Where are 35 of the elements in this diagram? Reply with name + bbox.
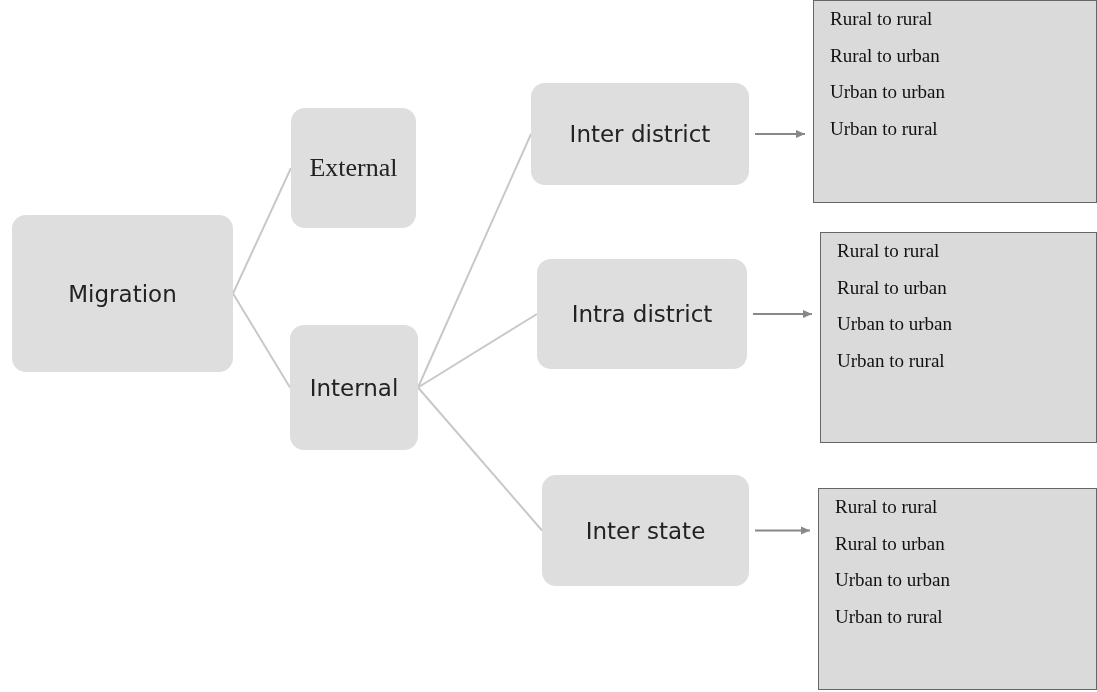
connector-line — [232, 292, 291, 389]
category-box — [531, 83, 749, 185]
node-label: Migration — [68, 280, 177, 307]
list-item: Rural to urban — [835, 531, 945, 556]
category-box — [290, 325, 418, 450]
list-item: Urban to rural — [837, 348, 945, 373]
list-box — [820, 232, 1097, 443]
arrow — [754, 526, 811, 535]
list-item: Urban to rural — [830, 116, 938, 141]
list-item: Urban to urban — [835, 568, 951, 592]
list-box — [818, 488, 1097, 690]
node-label: External — [309, 153, 398, 183]
list-item: Rural to urban — [837, 275, 947, 300]
list-item: Urban to urban — [830, 80, 946, 104]
list-item: Urban to urban — [837, 312, 953, 336]
node-label: Inter district — [569, 121, 711, 147]
connector-line — [417, 386, 543, 532]
list-item: Rural to rural — [835, 495, 938, 519]
list-item: Rural to rural — [830, 7, 933, 31]
connector-line — [417, 313, 538, 389]
node-label: Intra district — [571, 301, 713, 327]
list-item: Rural to rural — [837, 239, 940, 263]
list-item: Urban to rural — [835, 604, 943, 629]
category-box — [12, 215, 233, 372]
category-box — [542, 475, 749, 586]
category-box — [537, 259, 747, 369]
arrow — [754, 130, 806, 138]
category-box — [291, 108, 416, 228]
connector-line — [417, 133, 532, 389]
list-box — [813, 0, 1097, 203]
list-item: Rural to urban — [830, 43, 940, 68]
node-label: Internal — [309, 374, 399, 401]
arrow — [752, 310, 813, 318]
node-label: Inter state — [585, 517, 706, 544]
connector-line — [232, 167, 292, 295]
